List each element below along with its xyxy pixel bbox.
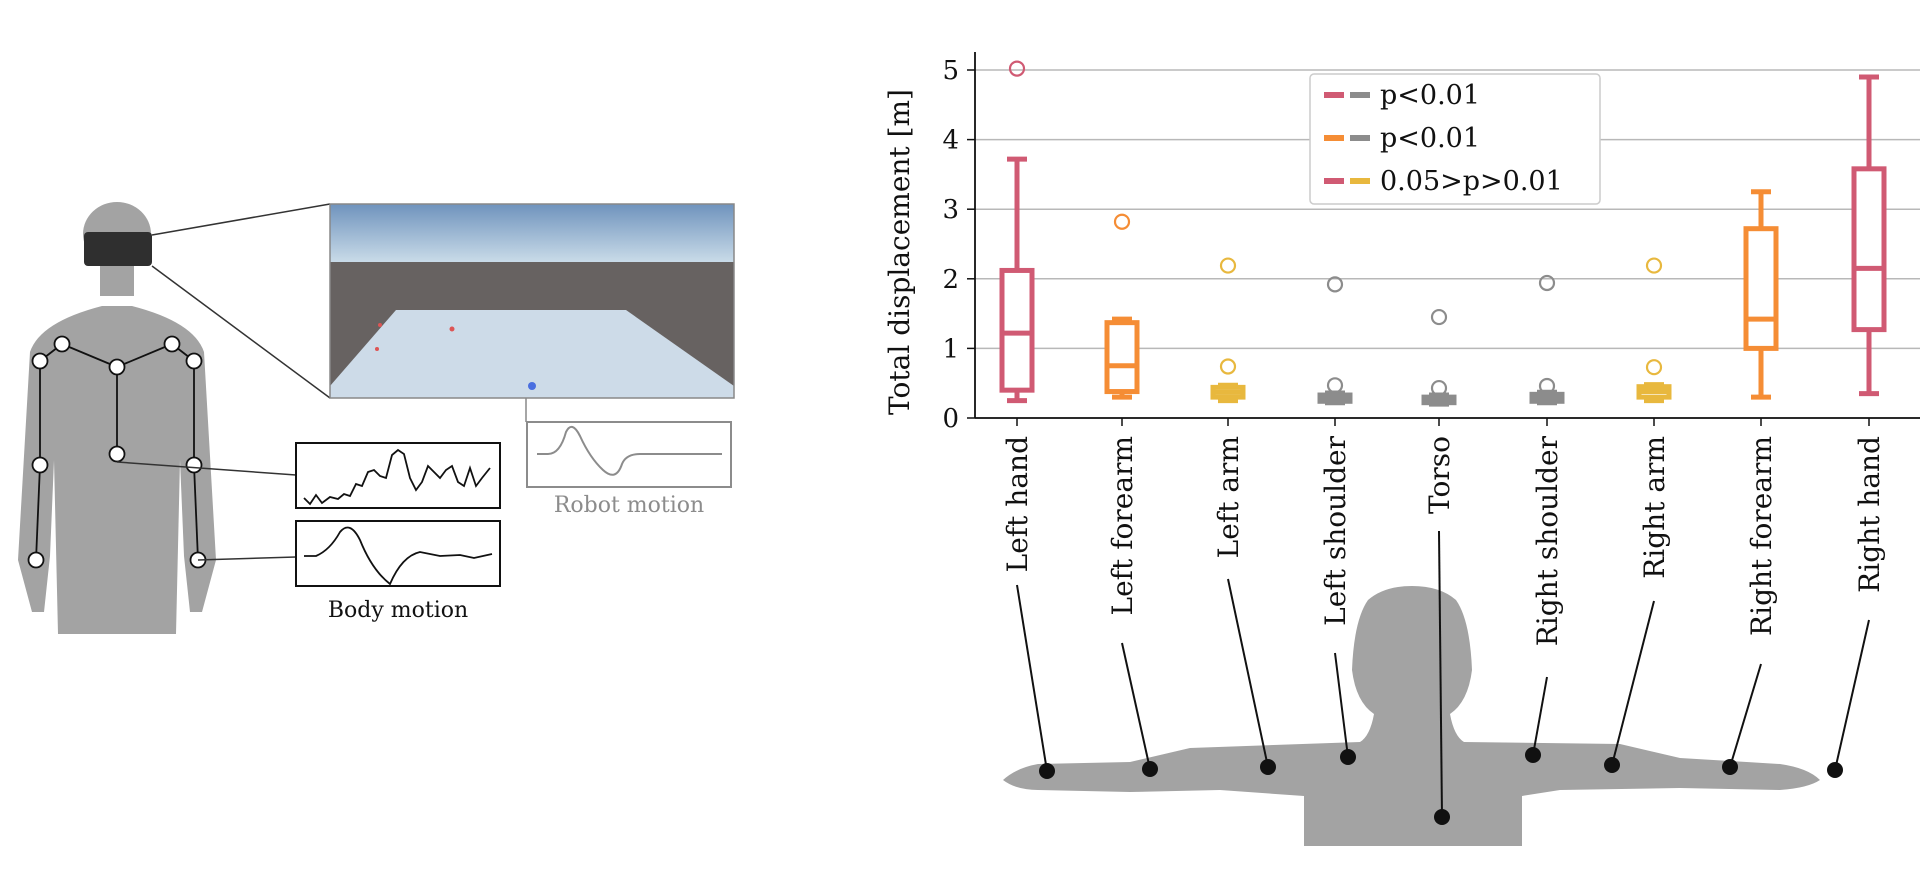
- box-right-forearm: [1743, 189, 1779, 400]
- robot-marker: [528, 382, 536, 390]
- leader-line: [1016, 584, 1048, 772]
- body-joints: [27, 335, 207, 569]
- x-tick-label: Left hand: [1001, 436, 1034, 572]
- body-point: [1434, 809, 1450, 825]
- outlier-point: [1326, 276, 1344, 293]
- vr-headset: [84, 232, 152, 266]
- leader-line: [1729, 663, 1762, 768]
- y-ticks: 0 1 2 3 4 5: [942, 56, 975, 434]
- box-right-arm: [1636, 257, 1672, 404]
- y-axis-label: Total displacement [m]: [883, 89, 916, 415]
- legend-box: [1309, 73, 1601, 205]
- x-tick-label: Left forearm: [1106, 436, 1139, 615]
- outlier-point: [1645, 359, 1663, 376]
- robot-motion-plot: [526, 421, 732, 488]
- body-point: [1827, 762, 1843, 778]
- tpose-silhouette: [1003, 586, 1820, 846]
- outlier-point: [1538, 377, 1556, 395]
- body-point-leaders: [1016, 530, 1870, 825]
- outlier-point: [1326, 377, 1344, 394]
- x-tick-label: Left shoulder: [1319, 435, 1352, 625]
- x-tick-label: Right arm: [1638, 436, 1671, 579]
- body-point: [1039, 763, 1055, 779]
- outlier-point: [1430, 379, 1448, 397]
- box-left-hand: [999, 60, 1035, 404]
- robot-motion-label: Robot motion: [554, 493, 704, 518]
- outlier-point: [1538, 274, 1556, 292]
- body-point: [1340, 749, 1356, 765]
- box-iqr: [1851, 166, 1887, 333]
- body-point: [1525, 747, 1541, 763]
- zoom-line-top: [151, 203, 331, 236]
- box-series: [999, 60, 1887, 407]
- leader-line: [1834, 619, 1870, 771]
- outlier-point: [1008, 60, 1026, 77]
- leader-line: [1334, 652, 1349, 758]
- x-tick-labels: Left hand Left forearm Left arm Left should…: [1001, 418, 1886, 646]
- box-iqr: [999, 267, 1035, 393]
- x-tick-label: Torso: [1423, 436, 1456, 514]
- outlier-point: [1219, 358, 1237, 375]
- method-illustration-svg: Robot motion Body motion: [18, 202, 735, 634]
- box-iqr: [1743, 226, 1779, 351]
- leader-line: [1438, 530, 1443, 818]
- leader-line: [1121, 642, 1151, 770]
- y-tick-label: 1: [942, 334, 959, 364]
- body-motion-label: Body motion: [328, 598, 468, 623]
- legend-label: p<0.01: [1380, 123, 1480, 154]
- y-tick-label: 2: [942, 265, 959, 295]
- outlier-point: [1113, 213, 1131, 230]
- leader-line: [1611, 600, 1655, 766]
- leader-line: [1227, 578, 1269, 768]
- y-tick-label: 4: [942, 126, 959, 156]
- legend-label: p<0.01: [1380, 80, 1480, 111]
- box-torso: [1421, 308, 1457, 407]
- box-left-forearm: [1104, 213, 1140, 400]
- outlier-point: [1645, 257, 1663, 274]
- outlier-point: [1219, 257, 1237, 274]
- legend-label: 0.05>p>0.01: [1380, 166, 1563, 197]
- axes: [974, 52, 1920, 419]
- x-tick-label: Right forearm: [1745, 436, 1778, 636]
- leader-line: [1532, 676, 1548, 756]
- method-illustration: Robot motion Body motion: [0, 0, 800, 886]
- outlier-point: [1430, 308, 1448, 326]
- zoom-line-bottom: [151, 265, 331, 399]
- box-right-shoulder: [1529, 274, 1565, 406]
- y-tick-label: 5: [942, 56, 959, 86]
- box-left-arm: [1210, 257, 1246, 404]
- body-point: [1142, 761, 1158, 777]
- y-tick-label: 3: [942, 195, 959, 225]
- body-point: [1604, 757, 1620, 773]
- body-point: [1260, 759, 1276, 775]
- target-marker: [449, 326, 455, 332]
- body-motion-plot-torso: [295, 442, 501, 509]
- x-tick-label: Left arm: [1212, 436, 1245, 558]
- box-iqr: [1104, 320, 1140, 395]
- body-point: [1722, 759, 1738, 775]
- x-tick-label: Right hand: [1853, 436, 1886, 593]
- legend: p<0.01 p<0.01 0.05>p>0.01: [1309, 73, 1601, 205]
- y-tick-label: 0: [942, 404, 959, 434]
- box-left-shoulder: [1317, 276, 1353, 406]
- body-motion-plot-arm: [295, 520, 501, 587]
- vr-view: [329, 203, 735, 399]
- x-tick-label: Right shoulder: [1531, 435, 1564, 646]
- box-right-hand: [1851, 74, 1887, 397]
